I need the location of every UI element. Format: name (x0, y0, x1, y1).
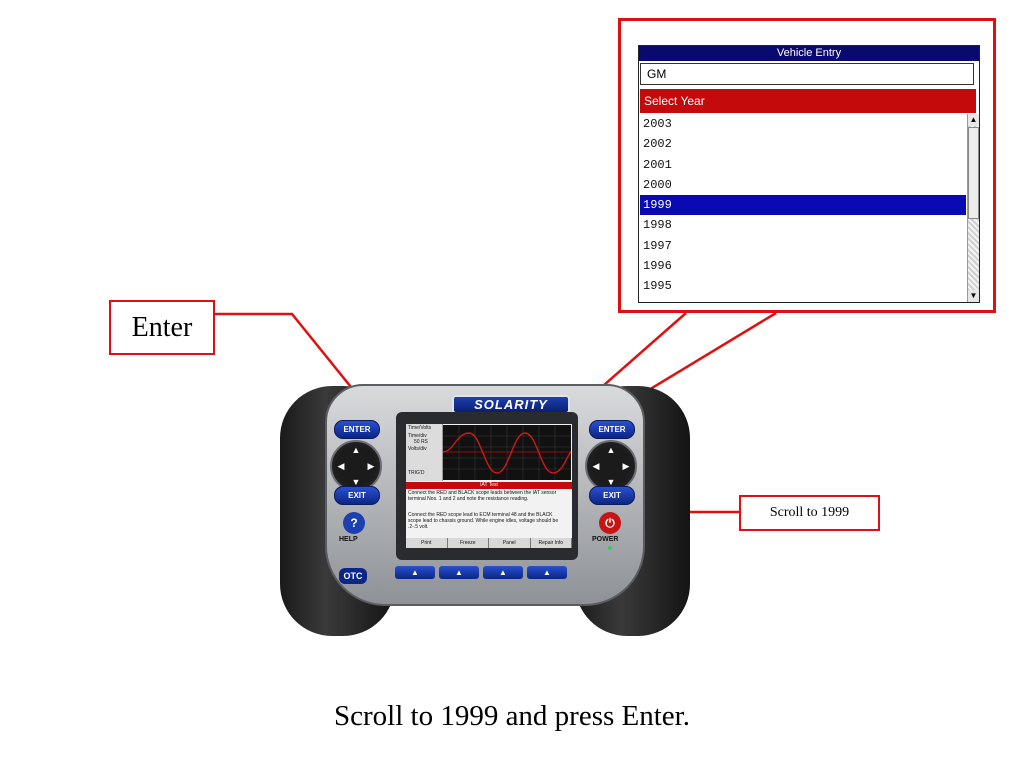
right-dpad[interactable]: ▲ ▼ ◀ ▶ (585, 440, 637, 492)
scan-tool-device: SOLARITY Time/Volts Time/div 50 RS Volts… (280, 378, 690, 644)
solarity-logo: SOLARITY (452, 395, 570, 414)
softkey-repair-info[interactable]: Repair Info (531, 538, 572, 548)
vehicle-entry-title: Vehicle Entry (639, 46, 979, 61)
scroll-down-icon[interactable]: ▼ (968, 290, 979, 302)
year-list-item[interactable]: 2002 (643, 137, 672, 152)
screen-softkeys: Print Freeze Panel Repair Info (406, 538, 572, 548)
year-list-item[interactable]: 2000 (643, 177, 672, 192)
dpad-down-icon[interactable]: ▼ (351, 477, 361, 487)
year-list-item[interactable]: 1997 (643, 238, 672, 253)
softkey-freeze[interactable]: Freeze (448, 538, 489, 548)
otc-logo: OTC (339, 568, 367, 584)
left-enter-button[interactable]: ENTER (334, 420, 380, 439)
power-button[interactable]: ⏻ (599, 512, 621, 534)
instruction-caption: Scroll to 1999 and press Enter. (333, 700, 690, 732)
enter-callout-label: Enter (109, 300, 215, 355)
year-list-item[interactable]: 1998 (643, 218, 672, 233)
right-enter-button[interactable]: ENTER (589, 420, 635, 439)
scope-label: Time/Volts (408, 425, 432, 431)
dpad-left-icon[interactable]: ◀ (337, 461, 345, 471)
select-year-header: Select Year (640, 89, 976, 113)
year-list-item-selected[interactable]: 1999 (640, 195, 966, 216)
scope-side-panel: Time/Volts Time/div 50 RS Volts/div TRIG… (406, 424, 443, 481)
iat-instruction-2: Connect the RED scope lead to ECM termin… (408, 512, 559, 530)
scroll-up-icon[interactable]: ▲ (968, 114, 979, 126)
iat-test-header: IAT Test (406, 482, 572, 489)
dpad-up-icon[interactable]: ▲ (351, 445, 361, 455)
dpad-left-icon[interactable]: ◀ (592, 461, 600, 471)
make-field[interactable]: GM (640, 63, 974, 85)
year-list-item[interactable]: 2001 (643, 157, 672, 172)
scope-label: Volts/div (408, 446, 427, 452)
vehicle-entry-panel: Vehicle Entry GM Select Year 2003 2002 2… (638, 45, 980, 303)
year-list-scrollbar[interactable]: ▲ ▼ (967, 114, 979, 302)
scope-label: TRIG'D (408, 470, 425, 476)
scroll-callout-label: Scroll to 1999 (739, 495, 880, 531)
scope-label: 50 RS (414, 439, 428, 445)
softkey-print[interactable]: Print (406, 538, 448, 548)
year-list-item[interactable]: 2003 (643, 117, 672, 131)
dpad-right-icon[interactable]: ▶ (367, 461, 375, 471)
dpad-down-icon[interactable]: ▼ (606, 477, 616, 487)
right-exit-button[interactable]: EXIT (589, 486, 635, 505)
left-dpad[interactable]: ▲ ▼ ◀ ▶ (330, 440, 382, 492)
device-screen: Time/Volts Time/div 50 RS Volts/div TRIG… (406, 424, 572, 548)
year-list-item[interactable]: 1995 (643, 279, 672, 294)
dpad-right-icon[interactable]: ▶ (622, 461, 630, 471)
scrollbar-thumb[interactable] (968, 127, 979, 219)
left-exit-button[interactable]: EXIT (334, 486, 380, 505)
function-key-2[interactable]: ▲ (439, 566, 479, 579)
softkey-panel[interactable]: Panel (489, 538, 531, 548)
iat-instruction-1: Connect the RED and BLACK scope leads be… (408, 490, 557, 502)
enter-connector-line (215, 312, 377, 419)
year-list-item[interactable]: 1996 (643, 259, 672, 274)
function-key-3[interactable]: ▲ (483, 566, 523, 579)
device-body: SOLARITY Time/Volts Time/div 50 RS Volts… (325, 384, 645, 606)
help-label: HELP (339, 536, 358, 543)
scope-waveform (443, 425, 571, 480)
power-led-icon (608, 546, 612, 550)
scope-label: Time/div (408, 433, 427, 439)
power-label: POWER (592, 536, 619, 543)
function-key-1[interactable]: ▲ (395, 566, 435, 579)
help-button[interactable]: ? (343, 512, 365, 534)
dpad-up-icon[interactable]: ▲ (606, 445, 616, 455)
year-list[interactable]: 2003 2002 2001 2000 1999 1998 1997 1996 … (640, 114, 966, 300)
function-key-4[interactable]: ▲ (527, 566, 567, 579)
